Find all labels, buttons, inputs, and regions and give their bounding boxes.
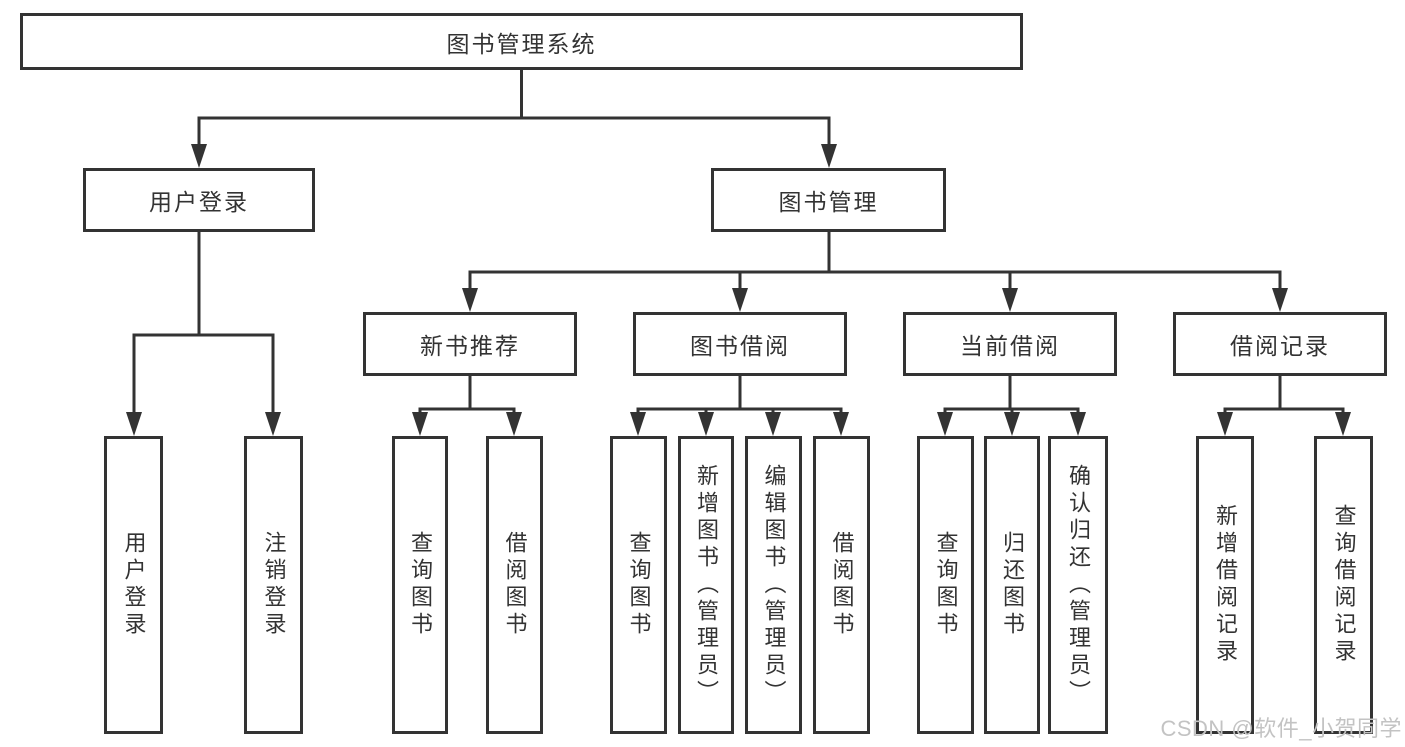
connector-borrow-record — [1223, 374, 1345, 418]
leaf-add-borrow-record-label: 新增借阅记录 — [1213, 504, 1238, 666]
node-user-login: 用户登录 — [83, 168, 315, 232]
node-new-book-rec-label: 新书推荐 — [420, 333, 520, 359]
leaf-add-book-admin-label: 新增图书（管理员） — [694, 463, 719, 707]
node-book-mgmt: 图书管理 — [711, 168, 946, 232]
leaf-user-login: 用户登录 — [104, 436, 163, 734]
leaf-return-book: 归还图书 — [984, 436, 1040, 734]
arrow-icon — [462, 288, 478, 312]
leaf-current-query-book-label: 查询图书 — [933, 531, 959, 639]
node-current-borrow: 当前借阅 — [903, 312, 1117, 376]
leaf-query-borrow-record: 查询借阅记录 — [1314, 436, 1373, 734]
arrow-icon — [265, 412, 281, 436]
connector-new-book — [418, 374, 516, 418]
arrow-icon — [630, 412, 646, 436]
arrow-icon — [1070, 412, 1086, 436]
node-user-login-label: 用户登录 — [149, 189, 249, 215]
leaf-user-login-label: 用户登录 — [121, 531, 147, 639]
arrow-icon — [765, 412, 781, 436]
arrow-icon — [1272, 288, 1288, 312]
leaf-logout-label: 注销登录 — [261, 531, 287, 639]
node-book-borrow: 图书借阅 — [633, 312, 847, 376]
arrow-icon — [937, 412, 953, 436]
arrowheads — [126, 144, 1351, 436]
leaf-confirm-return-admin-label: 确认归还（管理员） — [1066, 463, 1091, 707]
leaf-newrec-borrow-book-label: 借阅图书 — [502, 531, 528, 639]
node-root: 图书管理系统 — [20, 13, 1023, 70]
arrow-icon — [191, 144, 207, 168]
arrow-icon — [833, 412, 849, 436]
node-new-book-rec: 新书推荐 — [363, 312, 577, 376]
node-borrow-record: 借阅记录 — [1173, 312, 1387, 376]
arrow-icon — [126, 412, 142, 436]
arrow-icon — [506, 412, 522, 436]
connector-root — [197, 68, 831, 150]
arrow-icon — [732, 288, 748, 312]
node-borrow-record-label: 借阅记录 — [1230, 333, 1330, 359]
leaf-current-query-book: 查询图书 — [917, 436, 974, 734]
watermark: CSDN @软件_小贺同学 — [1160, 716, 1402, 741]
node-book-borrow-label: 图书借阅 — [690, 333, 790, 359]
leaf-borrow-book-label: 借阅图书 — [829, 531, 855, 639]
leaf-return-book-label: 归还图书 — [1000, 531, 1025, 639]
node-current-borrow-label: 当前借阅 — [960, 333, 1060, 359]
connector-book-mgmt — [468, 230, 1282, 294]
leaf-edit-book-admin: 编辑图书（管理员） — [745, 436, 802, 734]
arrow-icon — [1217, 412, 1233, 436]
connector-user-login — [132, 230, 275, 418]
arrow-icon — [1002, 288, 1018, 312]
arrow-icon — [698, 412, 714, 436]
leaf-newrec-borrow-book: 借阅图书 — [486, 436, 543, 734]
arrow-icon — [1335, 412, 1351, 436]
leaf-confirm-return-admin: 确认归还（管理员） — [1048, 436, 1108, 734]
arrow-icon — [821, 144, 837, 168]
connector-current-borrow — [943, 374, 1080, 418]
leaf-newrec-query-book-label: 查询图书 — [408, 531, 433, 639]
leaf-edit-book-admin-label: 编辑图书（管理员） — [761, 463, 787, 707]
leaf-newrec-query-book: 查询图书 — [392, 436, 448, 734]
leaf-borrow-query-book-label: 查询图书 — [626, 531, 652, 639]
node-book-mgmt-label: 图书管理 — [778, 189, 879, 215]
leaf-logout: 注销登录 — [244, 436, 303, 734]
leaf-borrow-book: 借阅图书 — [813, 436, 870, 734]
node-root-label: 图书管理系统 — [446, 30, 597, 57]
connector-book-borrow — [636, 374, 843, 418]
arrow-icon — [1004, 412, 1020, 436]
leaf-add-borrow-record: 新增借阅记录 — [1196, 436, 1254, 734]
arrow-icon — [412, 412, 428, 436]
leaf-query-borrow-record-label: 查询借阅记录 — [1331, 504, 1357, 666]
leaf-add-book-admin: 新增图书（管理员） — [678, 436, 734, 734]
leaf-borrow-query-book: 查询图书 — [610, 436, 667, 734]
